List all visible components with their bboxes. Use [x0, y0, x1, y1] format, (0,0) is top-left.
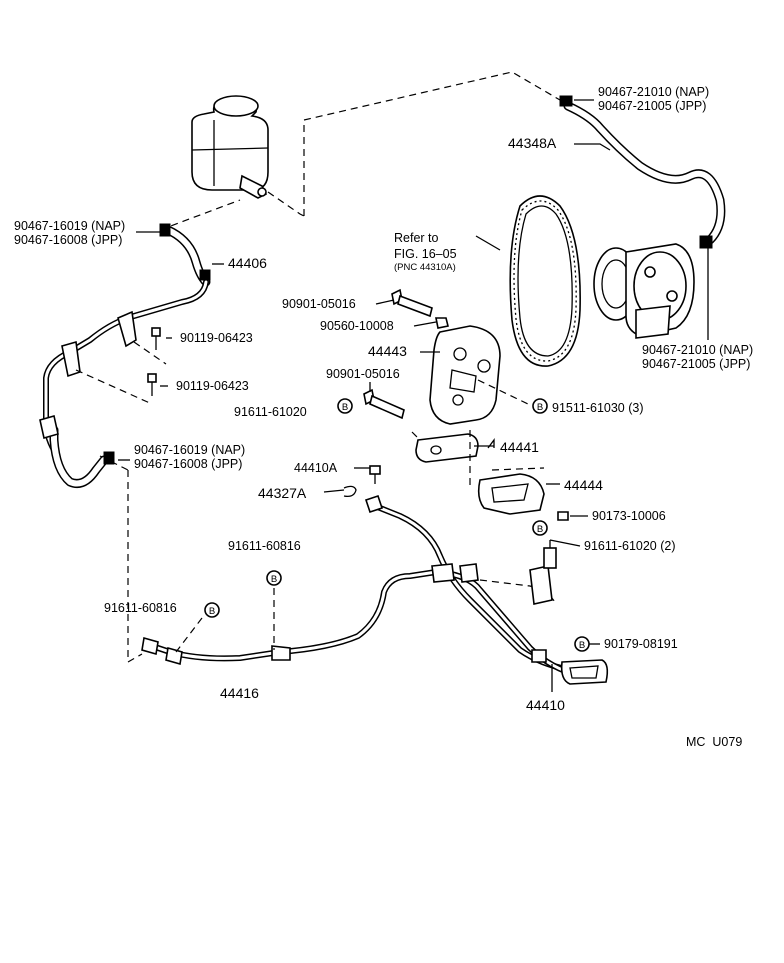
- label-pump-clamp-nap: 90467-21010 (NAP): [642, 343, 753, 357]
- bolt-icon: [147, 373, 157, 396]
- label-hose-44406: 44406: [228, 255, 267, 271]
- bracket-44444: [477, 473, 545, 515]
- label-pump-clamp-jpp: 90467-21005 (JPP): [642, 357, 750, 371]
- hose-44406: [39, 223, 211, 488]
- label-bolt-90901-a: 90901-05016: [282, 297, 356, 311]
- label-part-44327a: 44327A: [258, 485, 307, 501]
- bracket-44441: [415, 433, 479, 463]
- lower-dashed-links: [127, 470, 275, 664]
- label-clamp-lower-jpp: 90467-16008 (JPP): [134, 457, 242, 471]
- label-tube-44410: 44410: [526, 697, 565, 713]
- circled-b-icon: B: [266, 570, 282, 586]
- bolt-marker-text: B: [209, 606, 215, 617]
- clip-44327a-icon: [343, 485, 357, 498]
- label-bolt-90179: 90179-08191: [604, 637, 678, 651]
- label-bolt-91611-60816-a: 91611-60816: [228, 539, 301, 553]
- label-tube-44416: 44416: [220, 685, 259, 701]
- label-clamp-left-nap: 90467-16019 (NAP): [14, 219, 125, 233]
- bolt-icon: [369, 465, 381, 484]
- circled-b-icon: B: [532, 398, 548, 414]
- reservoir-tank: [191, 95, 269, 199]
- label-nut-90560: 90560-10008: [320, 319, 394, 333]
- label-bracket-44444: 44444: [564, 477, 603, 493]
- label-bracket-44443: 44443: [368, 343, 407, 359]
- label-bolt-91511: 91511-61030 (3): [552, 401, 644, 415]
- bracket-dashed-links: [411, 379, 545, 490]
- circled-b-icon: B: [204, 602, 220, 618]
- bolt-marker-text: B: [537, 402, 543, 413]
- bolt-marker-text: B: [271, 574, 277, 585]
- label-bolt-91611-60816-b: 91611-60816: [104, 601, 177, 615]
- label-bolt-90119-b: 90119-06423: [176, 379, 249, 393]
- label-clamp-lower-nap: 90467-16019 (NAP): [134, 443, 245, 457]
- bolt-90901-icon: [391, 288, 433, 318]
- nut-icon: [435, 317, 449, 329]
- bolt-icon: [151, 327, 161, 350]
- clamp-icon: [103, 451, 115, 465]
- leader-lines: [118, 99, 709, 692]
- label-bolt-91611-61020-2: 91611-61020 (2): [584, 539, 676, 553]
- nut-icon: [557, 511, 569, 521]
- bolt-marker-text: B: [579, 640, 585, 651]
- drive-belt: [509, 195, 581, 367]
- circled-b-icon: B: [532, 520, 548, 536]
- label-bolt-90119-a: 90119-06423: [180, 331, 253, 345]
- circled-b-icon: B: [574, 636, 590, 652]
- steering-gear: [479, 540, 557, 605]
- label-nut-90173: 90173-10006: [592, 509, 666, 523]
- hose-44348a: [559, 95, 726, 249]
- clamp-icon: [199, 269, 211, 281]
- label-part-44410a: 44410A: [294, 461, 338, 475]
- label-clamp-left-jpp: 90467-16008 (JPP): [14, 233, 122, 247]
- tube-44416: [141, 569, 439, 666]
- power-steering-pump: [593, 243, 695, 339]
- label-hose-44348a: 44348A: [508, 135, 557, 151]
- bolt-marker-text: B: [342, 402, 348, 413]
- bracket-44443: [429, 325, 501, 425]
- clamp-icon: [559, 95, 573, 107]
- label-clamp-top-right-jpp: 90467-21005 (JPP): [598, 99, 706, 113]
- reference-line1: Refer to: [394, 231, 439, 245]
- clamp-icon: [159, 223, 171, 237]
- label-bolt-91611-61020: 91611-61020: [234, 405, 307, 419]
- bolt-90901-icon: [363, 388, 405, 420]
- label-bracket-44441: 44441: [500, 439, 539, 455]
- bolt-marker-text: B: [537, 524, 543, 535]
- tube-44410: [364, 494, 609, 685]
- label-bolt-90901-b: 90901-05016: [326, 367, 400, 381]
- diagram-id: MC U079: [686, 735, 742, 749]
- label-clamp-top-right-nap: 90467-21010 (NAP): [598, 85, 709, 99]
- clamp-icon: [699, 235, 713, 249]
- circled-b-icon: B: [337, 398, 353, 414]
- reference-line3: (PNC 44310A): [394, 262, 456, 273]
- reference-line2: FIG. 16–05: [394, 247, 457, 261]
